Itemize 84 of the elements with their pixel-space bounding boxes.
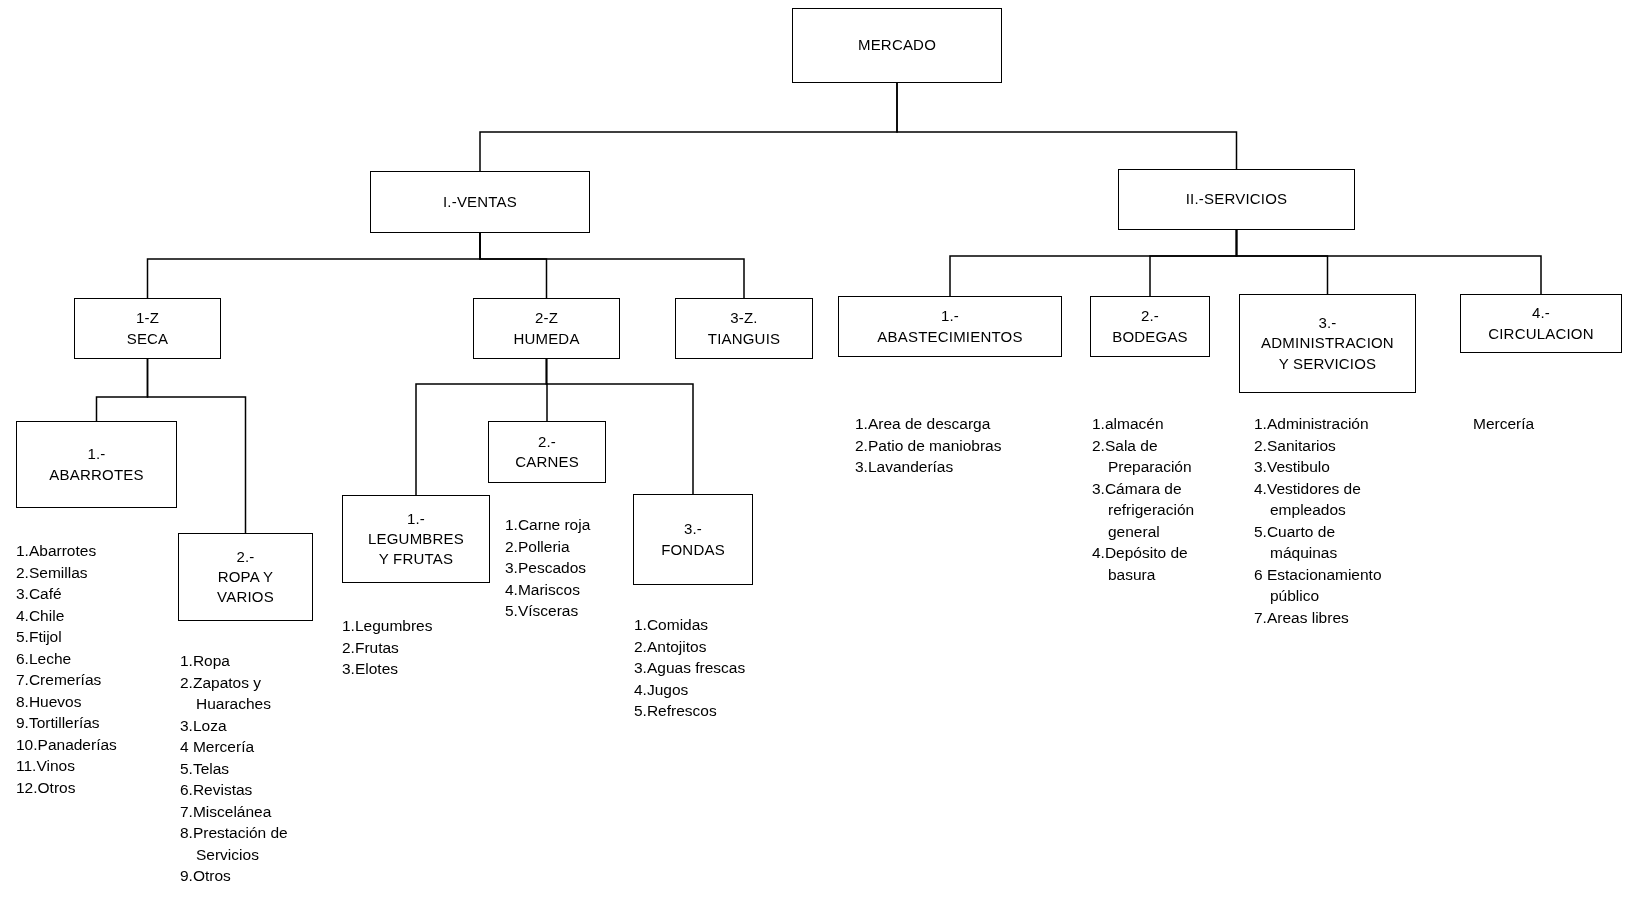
list-item: 2.Zapatos y Huaraches xyxy=(180,672,272,714)
list-item: 4.Jugos xyxy=(634,679,689,700)
box-label: 3.- ADMINISTRACION Y SERVICIOS xyxy=(1260,313,1395,374)
connector-line xyxy=(479,232,745,299)
list-item: 5.Refrescos xyxy=(634,701,717,721)
list-item: 2.Patio de maniobras xyxy=(855,435,1002,456)
list-item: 2.Polleria xyxy=(505,536,570,557)
list-item: 5.Ftijol xyxy=(16,627,62,647)
list-item: 2.Semillas xyxy=(16,562,88,583)
org-box xyxy=(488,421,606,483)
box-label: I.-VENTAS xyxy=(441,191,518,212)
org-box xyxy=(370,171,590,233)
list-item: Mercería xyxy=(1473,414,1535,434)
box-label: 2.- ROPA Y VARIOS xyxy=(216,546,275,608)
list-item: 3.Lavanderías xyxy=(855,457,954,477)
list-item: 5.Cuarto de máquinas xyxy=(1254,521,1339,563)
org-box xyxy=(792,8,1002,83)
org-box xyxy=(675,298,813,359)
list-item: 7.Cremerías xyxy=(16,670,102,690)
box-label: 2.- CARNES xyxy=(514,431,580,472)
org-box xyxy=(1460,294,1622,353)
box-label: 1.- ABARROTES xyxy=(48,444,145,485)
list-item: 1.Abarrotes xyxy=(16,541,97,561)
box-label: 1.- LEGUMBRES Y FRUTAS xyxy=(367,508,465,570)
list-item: 6.Revistas xyxy=(180,780,253,800)
box-label: 2.- BODEGAS xyxy=(1111,306,1189,347)
connector-line xyxy=(545,358,694,495)
org-box xyxy=(473,298,620,359)
list-item: 10.Panaderías xyxy=(16,734,117,755)
list-item: 3.Café xyxy=(16,584,62,604)
list-item: 11.Vinos xyxy=(16,756,75,776)
list-item: 2.Frutas xyxy=(342,637,399,658)
list-item: 6.Leche xyxy=(16,648,72,669)
org-box xyxy=(74,298,221,359)
list-item: 5.Telas xyxy=(180,758,230,779)
list-item: 9.Tortillerías xyxy=(16,713,100,733)
list-item: 2.Sanitarios xyxy=(1254,435,1336,456)
list-item: 4 Mercería xyxy=(180,737,256,757)
list-item: 1.Administración xyxy=(1254,414,1369,434)
list-item: 1.Carne roja xyxy=(505,515,591,535)
box-label: 1.- ABASTECIMIENTOS xyxy=(876,306,1024,347)
org-box xyxy=(1239,294,1416,393)
list-item: 9.Otros xyxy=(180,866,231,886)
list-item: 4.Depósito de basura xyxy=(1092,543,1189,585)
box-label: MERCADO xyxy=(856,35,938,56)
list-item: 3.Pescados xyxy=(505,558,586,578)
list-item: 2.Sala de Preparación xyxy=(1092,435,1193,477)
org-box xyxy=(342,495,490,583)
connector-line xyxy=(1235,229,1542,295)
box-label: 3-Z. TIANGUIS xyxy=(706,308,782,349)
org-box xyxy=(633,494,753,585)
org-box xyxy=(1090,296,1210,357)
connector-line xyxy=(146,358,247,534)
box-label: 2-Z HUMEDA xyxy=(512,308,581,349)
list-item: 4.Chile xyxy=(16,605,65,626)
list-item: 2.Antojitos xyxy=(634,636,707,657)
org-box xyxy=(838,296,1062,357)
list-item: 12.Otros xyxy=(16,777,76,798)
box-label: 1-Z SECA xyxy=(125,308,170,349)
list-item: 1.almacén xyxy=(1092,414,1164,434)
list-item: 3.Vestibulo xyxy=(1254,457,1330,477)
list-item: 3.Loza xyxy=(180,715,227,736)
list-item: 1.Legumbres xyxy=(342,616,433,636)
box-label: 4.- CIRCULACION xyxy=(1487,303,1595,344)
list-item: 5.Vísceras xyxy=(505,601,579,621)
list-item: 1.Area de descarga xyxy=(855,414,991,434)
list-item: 8.Huevos xyxy=(16,691,82,712)
list-item: 4.Mariscos xyxy=(505,579,580,600)
list-item: 7.Areas libres xyxy=(1254,607,1349,628)
org-box xyxy=(178,533,313,621)
org-box xyxy=(1118,169,1355,230)
list-item: 4.Vestidores de empleados xyxy=(1254,478,1362,520)
list-item: 1.Comidas xyxy=(634,615,709,635)
connector-line xyxy=(896,82,1238,170)
list-item: 1.Ropa xyxy=(180,651,230,671)
list-item: 7.Miscelánea xyxy=(180,801,272,822)
list-item: 6 Estacionamiento público xyxy=(1254,564,1383,606)
box-label: II.-SERVICIOS xyxy=(1184,189,1289,210)
list-item: 3.Aguas frescas xyxy=(634,658,746,678)
org-box xyxy=(16,421,177,508)
list-item: 3.Cámara de refrigeración general xyxy=(1092,478,1196,542)
list-item: 8.Prestación de Servicios xyxy=(180,823,289,865)
box-label: 3.- FONDAS xyxy=(660,519,726,560)
list-item: 3.Elotes xyxy=(342,659,398,679)
